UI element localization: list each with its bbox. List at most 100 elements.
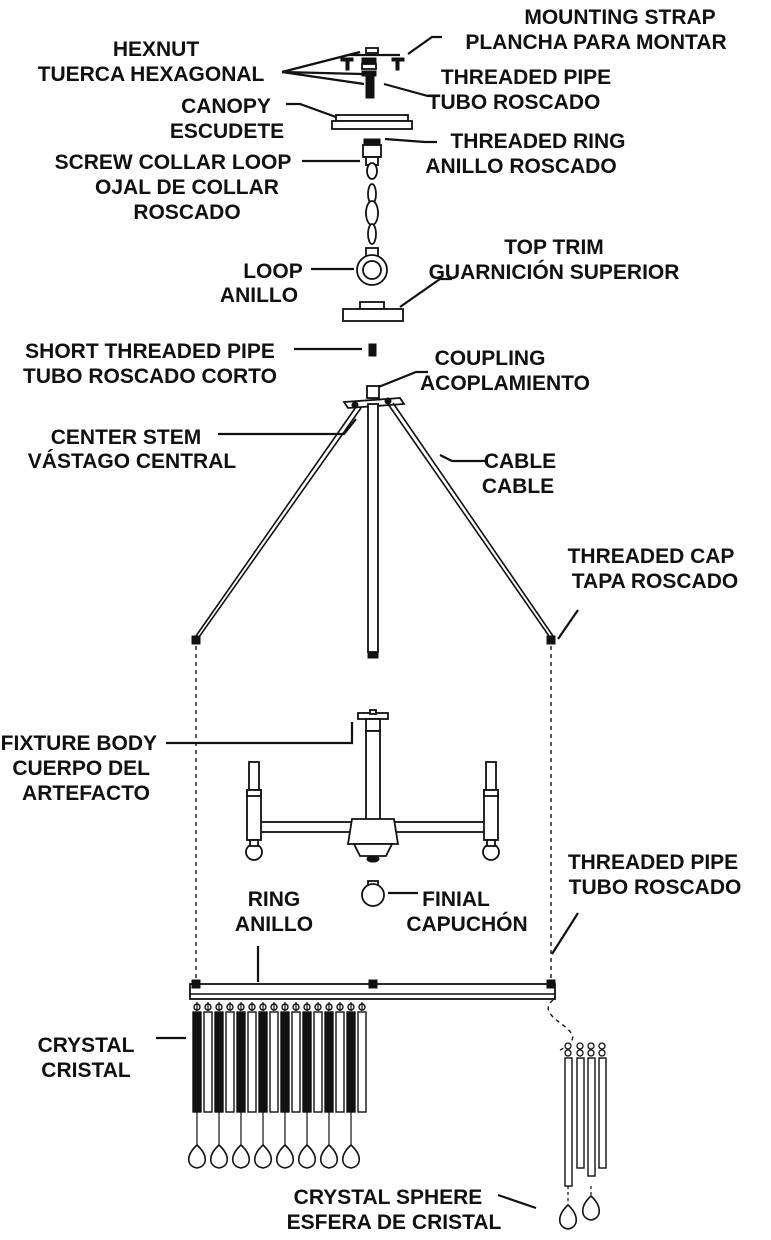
leader-threaded-pipe-ring bbox=[551, 912, 579, 955]
svg-text:SHORT THREADED PIPE: SHORT THREADED PIPE bbox=[25, 340, 275, 363]
svg-text:TUERCA HEXAGONAL: TUERCA HEXAGONAL bbox=[38, 63, 265, 86]
label-screw-collar-loop: SCREW COLLAR LOOP OJAL DE COLLAR ROSCADO bbox=[55, 151, 292, 224]
svg-text:TUBO ROSCADO CORTO: TUBO ROSCADO CORTO bbox=[23, 365, 277, 388]
crystal-15 bbox=[341, 1002, 361, 1169]
svg-text:THREADED PIPE: THREADED PIPE bbox=[441, 66, 611, 89]
mounting-screws bbox=[340, 57, 405, 71]
crystal-7 bbox=[253, 1002, 273, 1169]
mounting-strap bbox=[348, 47, 400, 57]
svg-text:PLANCHA PARA MONTAR: PLANCHA PARA MONTAR bbox=[465, 31, 726, 54]
svg-text:SCREW COLLAR LOOP: SCREW COLLAR LOOP bbox=[55, 151, 292, 174]
coupling bbox=[366, 385, 380, 399]
svg-text:LOOP: LOOP bbox=[243, 260, 303, 283]
crystal-1 bbox=[187, 1002, 207, 1169]
crystal-5 bbox=[231, 1002, 251, 1169]
label-crystal: CRYSTAL CRISTAL bbox=[38, 1034, 135, 1082]
svg-text:ROSCADO: ROSCADO bbox=[133, 201, 240, 224]
label-hexnut: HEXNUT TUERCA HEXAGONAL bbox=[38, 38, 265, 86]
leader-mounting-strap bbox=[407, 35, 442, 55]
leader-threaded-cap bbox=[557, 609, 579, 640]
label-top-trim: TOP TRIM GUARNICIÓN SUPERIOR bbox=[429, 236, 680, 284]
threaded-pipe-top bbox=[365, 75, 375, 99]
finial bbox=[361, 880, 385, 907]
label-canopy: CANOPY ESCUDETE bbox=[170, 95, 284, 143]
svg-text:ANILLO: ANILLO bbox=[220, 284, 298, 307]
cables bbox=[195, 402, 554, 638]
side-crystal-1 bbox=[564, 1042, 573, 1187]
label-threaded-pipe-top: THREADED PIPE TUBO ROSCADO bbox=[428, 66, 612, 114]
svg-text:ESCUDETE: ESCUDETE bbox=[170, 120, 284, 143]
leader-threaded-ring bbox=[384, 137, 437, 144]
leader-threaded-pipe-top bbox=[383, 82, 440, 98]
label-short-threaded-pipe: SHORT THREADED PIPE TUBO ROSCADO CORTO bbox=[23, 340, 277, 388]
leader-hexnut-3 bbox=[281, 70, 365, 86]
leader-fixture-body bbox=[166, 722, 354, 745]
crystal-sphere-1 bbox=[558, 1186, 578, 1230]
leader-center-stem bbox=[218, 418, 357, 436]
svg-text:CENTER STEM: CENTER STEM bbox=[51, 426, 202, 449]
fixture-body bbox=[245, 709, 500, 863]
crystal-group bbox=[187, 1002, 367, 1169]
label-center-stem: CENTER STEM VÁSTAGO CENTRAL bbox=[28, 426, 237, 473]
svg-text:CRISTAL: CRISTAL bbox=[41, 1059, 131, 1082]
label-ring: RING ANILLO bbox=[235, 888, 313, 936]
screw-collar-loop bbox=[362, 144, 382, 180]
crystal-14 bbox=[335, 1002, 345, 1113]
svg-text:CRYSTAL: CRYSTAL bbox=[38, 1034, 135, 1057]
crystal-16 bbox=[357, 1002, 367, 1113]
svg-text:THREADED RING: THREADED RING bbox=[450, 130, 625, 153]
chain bbox=[365, 183, 379, 245]
label-finial: FINIAL CAPUCHÓN bbox=[406, 888, 527, 936]
leader-hexnut-1 bbox=[281, 50, 361, 74]
crystal-12 bbox=[313, 1002, 323, 1113]
leader-hexnut-2 bbox=[281, 70, 363, 76]
svg-text:THREADED CAP: THREADED CAP bbox=[568, 545, 735, 568]
crystal-10 bbox=[291, 1002, 301, 1113]
leader-top-trim bbox=[399, 277, 452, 308]
side-crystal-2 bbox=[576, 1042, 585, 1169]
label-crystal-sphere: CRYSTAL SPHERE ESFERA DE CRISTAL bbox=[287, 1186, 502, 1234]
leader-lines bbox=[156, 35, 579, 1210]
svg-text:THREADED PIPE: THREADED PIPE bbox=[568, 851, 738, 874]
svg-text:VÁSTAGO CENTRAL: VÁSTAGO CENTRAL bbox=[28, 450, 237, 473]
svg-text:CUERPO DEL: CUERPO DEL bbox=[12, 757, 150, 780]
label-cable: CABLE CABLE bbox=[482, 450, 556, 498]
crystal-8 bbox=[269, 1002, 279, 1113]
label-mounting-strap: MOUNTING STRAP PLANCHA PARA MONTAR bbox=[465, 6, 726, 54]
crystal-2 bbox=[203, 1002, 213, 1113]
threaded-caps bbox=[191, 635, 556, 645]
crystal-6 bbox=[247, 1002, 257, 1113]
leader-crystal-sphere bbox=[497, 1193, 537, 1210]
svg-text:CRYSTAL SPHERE: CRYSTAL SPHERE bbox=[294, 1186, 483, 1209]
crystal-9 bbox=[275, 1002, 295, 1169]
svg-text:TUBO ROSCADO: TUBO ROSCADO bbox=[569, 876, 742, 899]
label-threaded-cap: THREADED CAP TAPA ROSCADO bbox=[568, 545, 739, 593]
leader-canopy bbox=[286, 102, 337, 119]
svg-text:ANILLO ROSCADO: ANILLO ROSCADO bbox=[425, 155, 616, 178]
label-fixture-body: FIXTURE BODY CUERPO DEL ARTEFACTO bbox=[1, 732, 157, 805]
crystal-4 bbox=[225, 1002, 235, 1113]
svg-text:TUBO ROSCADO: TUBO ROSCADO bbox=[428, 91, 601, 114]
svg-text:TOP TRIM: TOP TRIM bbox=[504, 236, 604, 259]
cable-plate bbox=[342, 397, 406, 409]
svg-text:COUPLING: COUPLING bbox=[435, 347, 546, 370]
label-threaded-ring: THREADED RING ANILLO ROSCADO bbox=[425, 130, 625, 178]
canopy bbox=[331, 114, 413, 130]
svg-text:FINIAL: FINIAL bbox=[422, 888, 490, 911]
svg-text:CAPUCHÓN: CAPUCHÓN bbox=[406, 912, 527, 936]
svg-text:CABLE: CABLE bbox=[482, 475, 554, 498]
crystal-13 bbox=[319, 1002, 339, 1169]
svg-text:ARTEFACTO: ARTEFACTO bbox=[22, 782, 150, 805]
svg-text:OJAL DE COLLAR: OJAL DE COLLAR bbox=[95, 176, 279, 199]
center-stem bbox=[367, 403, 379, 659]
svg-text:CANOPY: CANOPY bbox=[181, 95, 271, 118]
svg-text:RING: RING bbox=[248, 888, 301, 911]
svg-text:GUARNICIÓN SUPERIOR: GUARNICIÓN SUPERIOR bbox=[429, 260, 680, 284]
hexnut-stack bbox=[361, 57, 377, 77]
svg-text:TAPA ROSCADO: TAPA ROSCADO bbox=[572, 570, 738, 593]
label-coupling: COUPLING ACOPLAMIENTO bbox=[420, 347, 590, 395]
crystal-3 bbox=[209, 1002, 229, 1169]
leader-coupling bbox=[375, 370, 428, 390]
svg-text:HEXNUT: HEXNUT bbox=[113, 38, 200, 61]
